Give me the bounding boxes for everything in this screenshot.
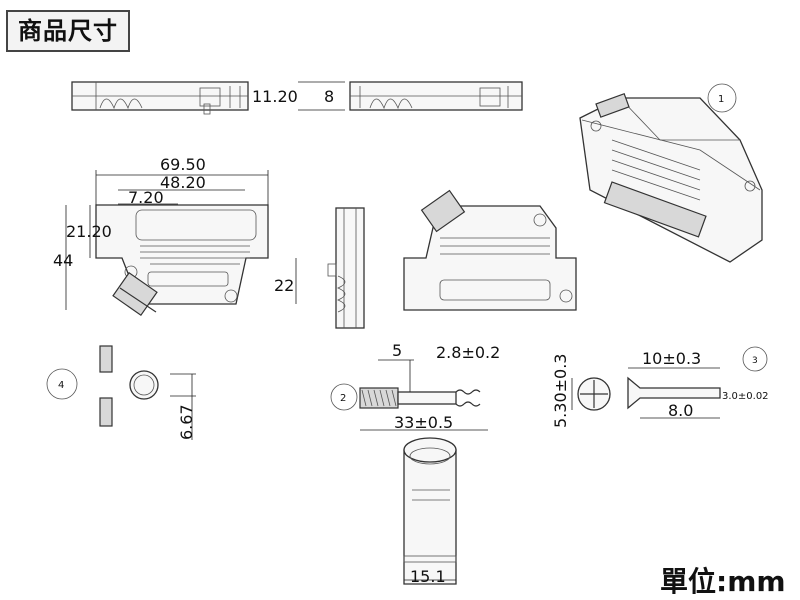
long-screw xyxy=(359,387,481,409)
callout-1: 1 xyxy=(718,94,724,105)
dim-screw-diameter: 2.8±0.2 xyxy=(436,343,500,362)
side-view-hood xyxy=(327,207,365,329)
dim-flat-screw-shank: 8.0 xyxy=(668,401,693,420)
dim-flat-screw-diameter: 3.0±0.02 xyxy=(722,391,769,402)
dim-screw-length: 33±0.5 xyxy=(394,413,453,432)
top-view-right xyxy=(349,81,523,111)
callout-circle-3 xyxy=(742,346,768,372)
dim-overall-width: 69.50 xyxy=(160,155,206,174)
top-view-left xyxy=(71,81,249,115)
dim-top-height: 11.20 xyxy=(252,87,298,106)
dim-flat-head-length: 10±0.3 xyxy=(642,349,701,368)
flat-head-screw xyxy=(627,376,721,410)
dim-clamp-height: 6.67 xyxy=(177,404,196,440)
page-title: 商品尺寸 xyxy=(6,10,130,52)
dim-lower-height: 22 xyxy=(274,276,294,295)
callout-circle-4 xyxy=(46,368,78,400)
cable-sleeve xyxy=(403,437,457,585)
pan-head-screw xyxy=(577,377,611,411)
dim-overall-height: 44 xyxy=(53,251,73,270)
callout-2: 2 xyxy=(340,393,346,404)
dim-screw-head: 5 xyxy=(392,341,402,360)
front-view-hood xyxy=(95,204,269,317)
dim-cable-opening: 15.1 xyxy=(410,567,446,586)
dim-offset: 7.20 xyxy=(128,188,164,207)
callout-circle-1 xyxy=(707,83,737,113)
dim-top-width: 8 xyxy=(324,87,334,106)
callout-3: 3 xyxy=(752,356,758,366)
unit-label: 單位:mm xyxy=(660,565,786,598)
dim-inner-height: 21.20 xyxy=(66,222,112,241)
callout-4: 4 xyxy=(58,380,64,391)
callout-circle-2 xyxy=(330,383,358,411)
isometric-hood xyxy=(579,92,763,263)
dim-pan-head-diameter: 5.30±0.3 xyxy=(551,354,570,428)
cable-clamp xyxy=(99,345,159,427)
dim-inner-width: 48.20 xyxy=(160,173,206,192)
front-view-alternate xyxy=(403,189,577,311)
